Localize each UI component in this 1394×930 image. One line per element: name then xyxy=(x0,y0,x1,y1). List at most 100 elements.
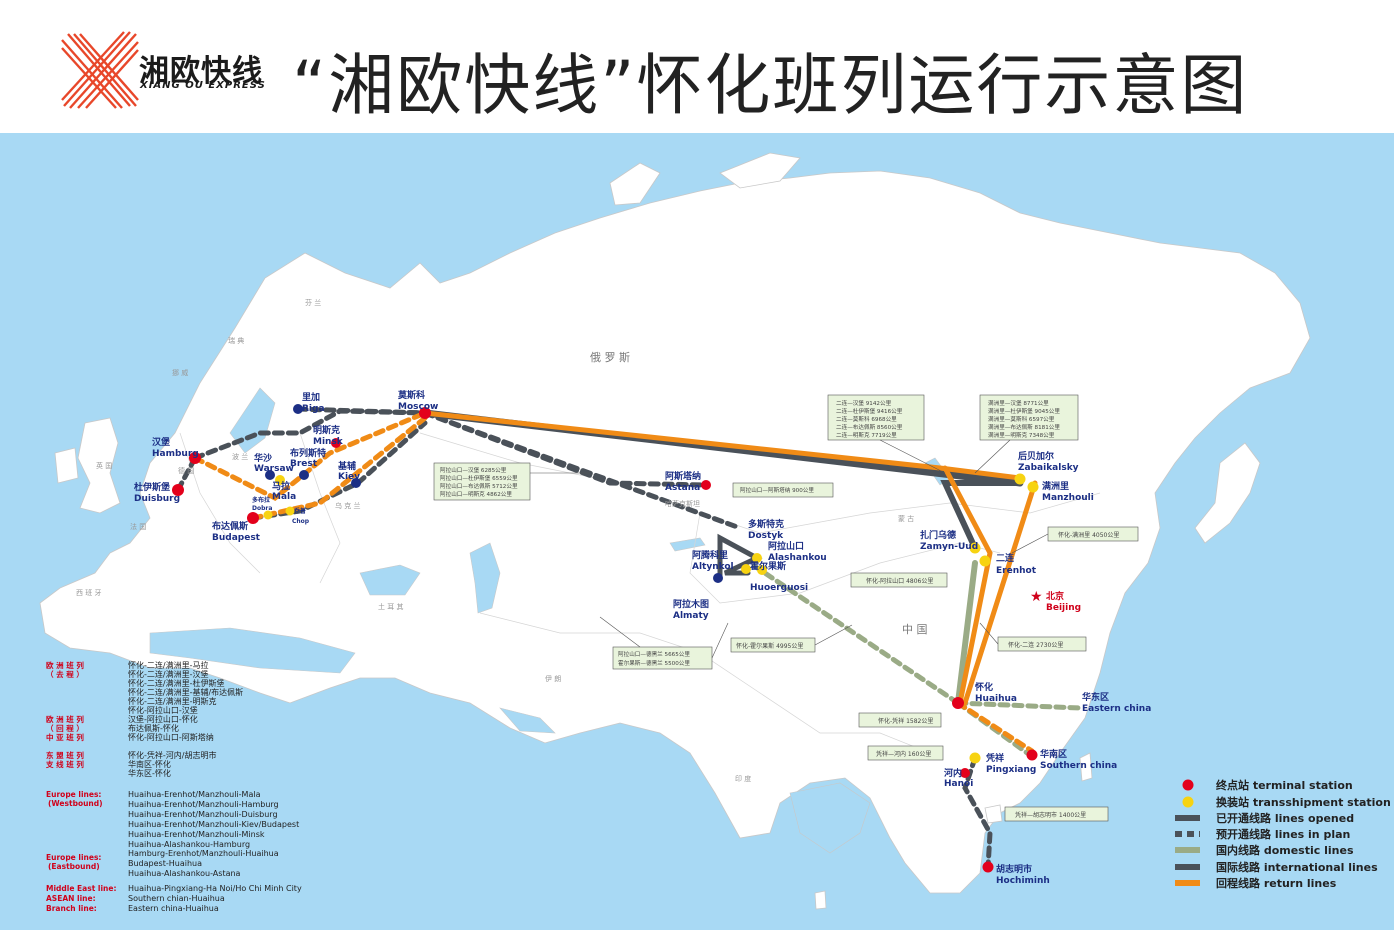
svg-text:布达佩斯-怀化: 布达佩斯-怀化 xyxy=(128,723,179,733)
station-dostyk xyxy=(752,553,762,563)
svg-text:二连—汉堡 9142公里: 二连—汉堡 9142公里 xyxy=(836,399,892,407)
plan-line-riga xyxy=(295,406,428,416)
svg-text:怀化-凭祥-河内/胡志明市: 怀化-凭祥-河内/胡志明市 xyxy=(128,750,216,760)
header: 湘欧快线 XIANG OU EXPRESS “湘欧快线”怀化班列运行示意图 xyxy=(0,0,1394,133)
logo-icon xyxy=(61,31,139,109)
station-brest xyxy=(299,470,309,480)
label-dostyk-en: Dostyk xyxy=(748,531,784,541)
svg-text:凭祥—胡志明市 1400公里: 凭祥—胡志明市 1400公里 xyxy=(1015,811,1086,819)
label-astana-en: Astana xyxy=(665,483,700,493)
country-china: 中 国 xyxy=(902,623,928,636)
svg-text:二连—明斯克 7719公里: 二连—明斯克 7719公里 xyxy=(836,431,897,439)
label-erenhot-en: Erenhot xyxy=(996,566,1037,576)
svg-text:国内线路 domestic lines: 国内线路 domestic lines xyxy=(1216,843,1354,857)
country-germany: 德 国 xyxy=(178,466,194,475)
svg-text:阿拉山口—布达佩斯 5712公里: 阿拉山口—布达佩斯 5712公里 xyxy=(440,482,518,490)
svg-text:怀化-霍尔果斯 4995公里: 怀化-霍尔果斯 4995公里 xyxy=(736,642,803,650)
stations xyxy=(172,404,1039,873)
persian-gulf xyxy=(499,707,556,734)
country-borders xyxy=(179,432,1101,754)
station-alashankou xyxy=(757,565,767,575)
country-uk: 英 国 xyxy=(96,461,112,470)
box-astana xyxy=(732,482,834,498)
label-almaty-zh: 阿拉木图 xyxy=(673,598,709,610)
label-hanoi-zh: 河内 xyxy=(944,767,962,779)
japan-land xyxy=(1194,442,1261,544)
svg-text:满洲里—布达佩斯 8181公里: 满洲里—布达佩斯 8181公里 xyxy=(988,423,1060,431)
svg-text:支 线 班 列: 支 线 班 列 xyxy=(45,759,84,769)
station-manzhouli xyxy=(1027,481,1039,493)
svg-text:阿拉山口—德黑兰 5665公里: 阿拉山口—德黑兰 5665公里 xyxy=(618,650,690,658)
svg-text:怀化-二连/满洲里-杜伊斯堡: 怀化-二连/满洲里-杜伊斯堡 xyxy=(128,678,224,688)
station-erenhot xyxy=(979,555,991,567)
label-dobra-zh: 多布拉 xyxy=(252,496,270,504)
logo-subtitle: XIANG OU EXPRESS xyxy=(140,80,266,91)
station-riga xyxy=(293,404,303,414)
svg-text:二连—杜伊斯堡 9416公里: 二连—杜伊斯堡 9416公里 xyxy=(836,407,903,415)
country-mongolia: 蒙 古 xyxy=(898,514,914,523)
svg-text:Eastern china-Huaihua: Eastern china-Huaihua xyxy=(128,904,219,913)
legend-terminal-dot xyxy=(1182,779,1194,791)
svg-text:阿拉山口—明斯克 4862公里: 阿拉山口—明斯克 4862公里 xyxy=(440,490,512,498)
label-budapest-zh: 布达佩斯 xyxy=(211,520,248,532)
arctic-island xyxy=(719,152,801,189)
svg-text:满洲里—汉堡 8771公里: 满洲里—汉堡 8771公里 xyxy=(988,399,1049,407)
caspian-sea xyxy=(469,542,501,614)
domestic-lines xyxy=(747,560,1083,758)
domestic-line-east xyxy=(955,700,1083,711)
station-altynkol xyxy=(713,573,723,583)
station-kiev xyxy=(351,478,361,488)
station-huaihua xyxy=(952,697,964,709)
svg-text:怀化-二连/满洲里-明斯克: 怀化-二连/满洲里-明斯克 xyxy=(128,696,216,706)
return-line-budapest xyxy=(250,415,428,521)
black-sea xyxy=(359,564,421,596)
svg-text:怀化-阿拉山口-汉堡: 怀化-阿拉山口-汉堡 xyxy=(128,705,198,715)
label-pingxiang-en: Pingxiang xyxy=(986,765,1036,775)
svg-text:(Eastbound): (Eastbound) xyxy=(48,862,100,871)
label-alashankou-zh: 阿拉山口 xyxy=(768,540,804,552)
label-riga-zh: 里加 xyxy=(302,391,320,403)
svg-text:Huaihua-Erenhot/Manzhouli-Mins: Huaihua-Erenhot/Manzhouli-Minsk xyxy=(128,830,265,839)
country-sweden: 瑞 典 xyxy=(228,336,244,345)
label-zamyn-uud-zh: 扎门乌德 xyxy=(920,529,956,541)
legend: 终点站 terminal station 换装站 transshipment s… xyxy=(1175,778,1391,890)
return-line-erenhot-huaihua xyxy=(942,465,993,706)
box-erlian xyxy=(827,394,925,441)
label-manzhouli-en: Manzhouli xyxy=(1042,493,1094,503)
country-ukraine: 乌 克 兰 xyxy=(335,501,360,510)
svg-text:已开通线路 lines opened: 已开通线路 lines opened xyxy=(1216,811,1354,825)
intl-line-erenhot xyxy=(940,480,1023,551)
svg-text:东 盟 班 列: 东 盟 班 列 xyxy=(46,750,84,760)
label-duisburg-zh: 杜伊斯堡 xyxy=(134,481,170,493)
svg-text:Southern chian-Huaihua: Southern chian-Huaihua xyxy=(128,894,225,903)
logo-text: 湘欧快线 xyxy=(139,54,263,89)
label-beijing-en: Beijing xyxy=(1046,603,1081,613)
svg-text:终点站 terminal station: 终点站 terminal station xyxy=(1216,778,1353,792)
svg-text:怀化-阿拉山口 4806公里: 怀化-阿拉山口 4806公里 xyxy=(866,577,933,585)
station-pingxiang xyxy=(969,752,981,764)
label-altynkol-en: Altynkol xyxy=(692,562,734,572)
station-mala xyxy=(275,475,285,485)
label-warsaw-zh: 华沙 xyxy=(254,452,272,464)
svg-text:阿拉山口—汉堡 6285公里: 阿拉山口—汉堡 6285公里 xyxy=(440,466,507,474)
label-riga-en: Riga xyxy=(302,404,325,414)
station-huoerguosi xyxy=(741,564,751,574)
label-erenhot-zh: 二连 xyxy=(996,552,1015,564)
box-pingxiang-hanoi xyxy=(867,745,944,761)
svg-text:Hamburg-Erenhot/Manzhouli-Huai: Hamburg-Erenhot/Manzhouli-Huaihua xyxy=(128,849,279,858)
country-spain: 西 班 牙 xyxy=(76,588,101,597)
label-huoerguosi-zh: 霍尔果斯 xyxy=(750,560,786,572)
sri-lanka-land xyxy=(814,890,827,910)
svg-text:Budapest-Huaihua: Budapest-Huaihua xyxy=(128,859,202,868)
svg-text:欧 洲 班 列: 欧 洲 班 列 xyxy=(46,660,84,670)
station-hamburg xyxy=(189,452,201,464)
city-labels: 莫斯科 Moscow 汉堡 Hamburg 杜伊斯堡 Duisburg 里加 R… xyxy=(134,389,1151,886)
label-beijing-zh: 北京 xyxy=(1046,590,1064,602)
label-hamburg-en: Hamburg xyxy=(152,449,199,459)
label-eastern-china-en: Eastern china xyxy=(1082,704,1151,714)
label-duisburg-en: Duisburg xyxy=(134,494,180,504)
station-dobra xyxy=(263,510,273,520)
station-southern-china xyxy=(1026,749,1038,761)
label-pingxiang-zh: 凭祥 xyxy=(985,752,1004,764)
station-hochiminh xyxy=(982,861,994,873)
